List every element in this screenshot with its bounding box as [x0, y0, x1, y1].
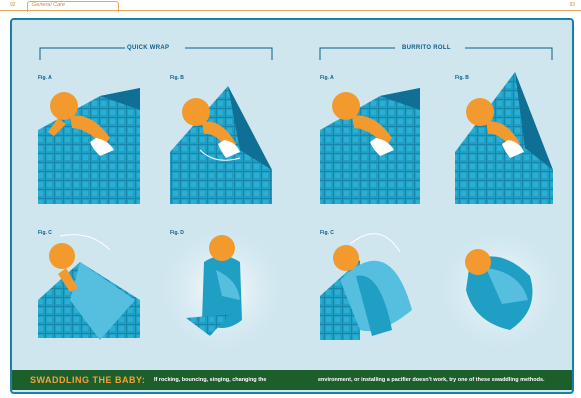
- footer-text-right: environment, or installing a pacifier do…: [318, 377, 545, 383]
- br-fig-b-label: Fig. B: [455, 75, 469, 81]
- footer-text-left: If rocking, bouncing, singing, changing …: [154, 377, 266, 383]
- burrito-roll-heading: BURRITO ROLL: [402, 45, 451, 51]
- br-fig-a-illustration: [320, 88, 420, 204]
- br-fig-c-label: Fig. C: [320, 230, 334, 236]
- qw-fig-d-label: Fig. D: [170, 230, 184, 236]
- qw-fig-b-illustration: [170, 86, 272, 204]
- footer-title: SWADDLING THE BABY:: [30, 375, 145, 385]
- qw-fig-c-illustration: [38, 235, 140, 340]
- br-fig-b-illustration: [455, 72, 553, 204]
- qw-fig-a-illustration: [38, 88, 140, 204]
- quick-wrap-heading: QUICK WRAP: [127, 45, 169, 51]
- qw-fig-c-label: Fig. C: [38, 230, 52, 236]
- qw-fig-a-label: Fig. A: [38, 75, 52, 81]
- footer-bar: SWADDLING THE BABY: If rocking, bouncing…: [12, 370, 572, 390]
- br-fig-d-illustration: [432, 222, 568, 358]
- br-fig-a-label: Fig. A: [320, 75, 334, 81]
- br-fig-c-illustration: [320, 234, 412, 340]
- qw-fig-d-illustration: [152, 220, 292, 360]
- qw-fig-b-label: Fig. B: [170, 75, 184, 81]
